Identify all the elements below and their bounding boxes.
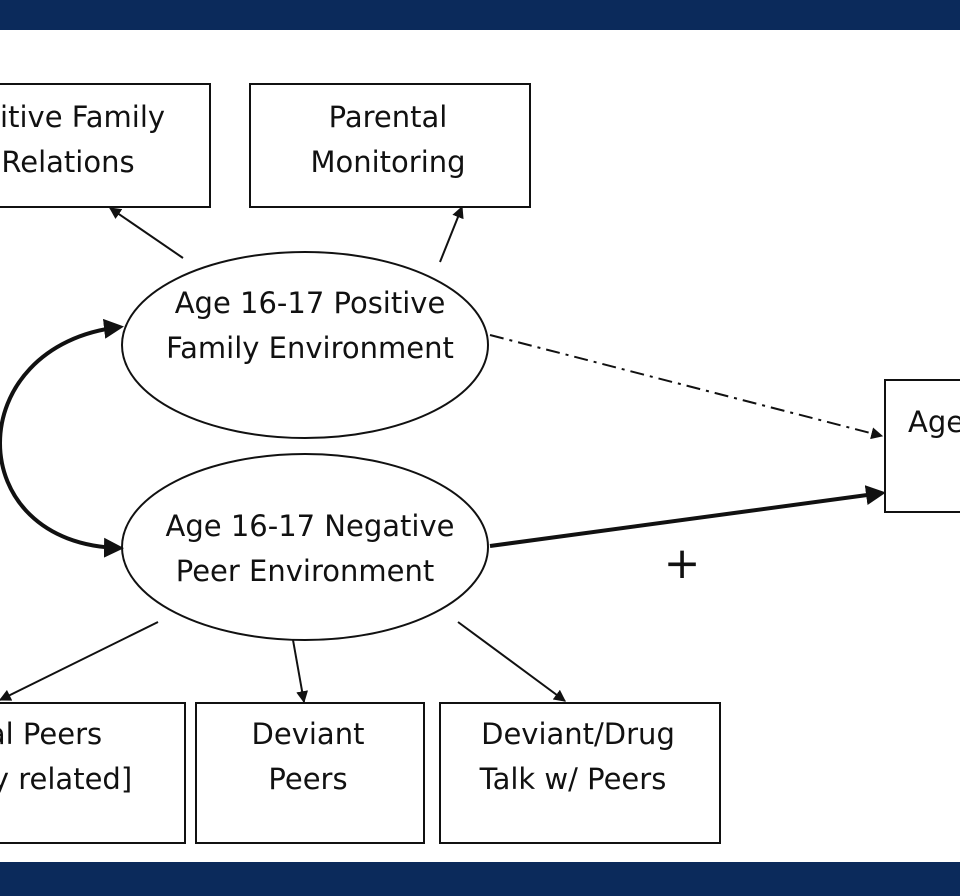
latent-negative-peer-line2: Peer Environment [176, 554, 434, 588]
box-deviant-drug-talk: Deviant/Drug Talk w/ Peers [439, 702, 721, 844]
box-prosocial-peers-line2: y related] [0, 762, 132, 796]
path-sign-label: + [664, 538, 701, 589]
box-parental-monitoring-line1: Parental [329, 100, 448, 134]
box-positive-family-relations: sitive Family Relations [0, 83, 211, 208]
box-outcome: Age [884, 379, 960, 513]
path-negative-peer-to-outcome [489, 485, 886, 548]
loading-arrow-prosocial-peers [0, 621, 159, 701]
latent-positive-family-environment: Age 16-17 Positive Family Environment [121, 251, 489, 439]
loading-arrow-positive-family-relations [109, 207, 184, 259]
latent-negative-peer-environment: Age 16-17 Negative Peer Environment [121, 453, 489, 641]
latent-negative-peer-line1: Age 16-17 Negative [166, 509, 455, 543]
box-deviant-peers-line1: Deviant [252, 717, 365, 751]
box-deviant-peers-line2: Peers [268, 762, 347, 796]
box-prosocial-peers: al Peers y related] [0, 702, 186, 844]
latent-positive-family-line2: Family Environment [166, 331, 454, 365]
box-deviant-drug-talk-line1: Deviant/Drug [481, 717, 675, 751]
correlation-arrow [0, 318, 124, 558]
box-deviant-drug-talk-line2: Talk w/ Peers [479, 762, 667, 796]
latent-positive-family-line1: Age 16-17 Positive [175, 286, 446, 320]
box-positive-family-relations-line2: Relations [1, 145, 134, 179]
path-positive-family-to-outcome [489, 334, 884, 440]
box-prosocial-peers-line1: al Peers [0, 717, 102, 751]
box-outcome-line1: Age [908, 405, 960, 439]
top-banner [0, 0, 960, 30]
box-positive-family-relations-line1: sitive Family [0, 100, 165, 134]
loading-arrow-parental-monitoring [439, 205, 464, 263]
bottom-banner [0, 862, 960, 896]
loading-arrow-deviant-drug-talk [457, 621, 566, 702]
box-parental-monitoring-line2: Monitoring [310, 145, 465, 179]
box-parental-monitoring: Parental Monitoring [249, 83, 531, 208]
loading-arrow-deviant-peers [292, 639, 309, 704]
box-deviant-peers: Deviant Peers [195, 702, 425, 844]
